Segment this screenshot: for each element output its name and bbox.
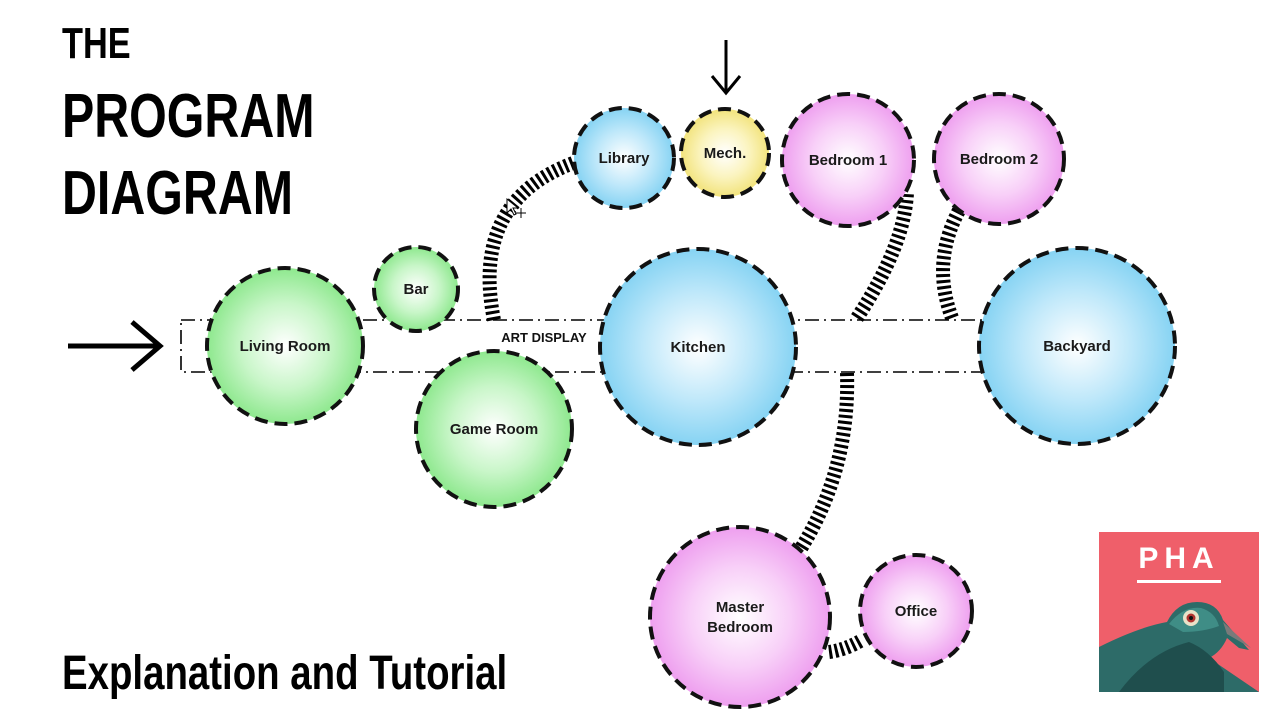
bubble-circle bbox=[372, 245, 460, 333]
down-arrow-icon bbox=[710, 40, 742, 96]
title-line-3: DIAGRAM bbox=[62, 159, 294, 228]
bubble-circle bbox=[679, 107, 771, 199]
bubble-circle bbox=[780, 92, 916, 228]
bubble-label: Bedroom 2 bbox=[960, 151, 1038, 168]
title-line-2: PROGRAM bbox=[62, 82, 315, 151]
bubble-circle bbox=[205, 266, 365, 426]
bubble-circle bbox=[977, 246, 1177, 446]
bubble-label: Library bbox=[599, 150, 651, 167]
subtitle: Explanation and Tutorial bbox=[62, 647, 508, 700]
pigeon-icon bbox=[1099, 602, 1259, 692]
bubble-label: Bedroom 1 bbox=[809, 152, 887, 169]
bubble-label: Game Room bbox=[450, 421, 538, 438]
bubble-label: Bar bbox=[403, 281, 428, 298]
bubble-label: Living Room bbox=[240, 338, 331, 355]
bubble-bedroom-2: Bedroom 2 bbox=[932, 92, 1066, 226]
pha-logo: PHA bbox=[1099, 532, 1259, 692]
bubble-label: Backyard bbox=[1043, 338, 1111, 355]
bubble-label: Mech. bbox=[704, 145, 747, 162]
bubble-label: Kitchen bbox=[670, 339, 725, 356]
bubble-kitchen: Kitchen bbox=[598, 247, 798, 447]
bubble-office: Office bbox=[858, 553, 974, 669]
bubble-circle bbox=[414, 349, 574, 509]
bubble-circle bbox=[598, 247, 798, 447]
bubble-bar: Bar bbox=[372, 245, 460, 333]
title-line-1: THE bbox=[62, 19, 131, 68]
art-display-label: ART DISPLAY bbox=[501, 330, 587, 345]
logo-text: PHA bbox=[1138, 542, 1220, 575]
connection-master-bedroom-to-office bbox=[827, 633, 866, 659]
bubble-living-room: Living Room bbox=[205, 266, 365, 426]
connection-living-room-to-library bbox=[482, 155, 579, 322]
connection-backyard-to-bedroom-2 bbox=[936, 201, 969, 321]
move-cursor-icon bbox=[506, 197, 526, 218]
right-arrow-icon bbox=[68, 320, 164, 372]
connection-kitchen-to-master-bedroom bbox=[794, 372, 855, 554]
bubble-game-room: Game Room bbox=[414, 349, 574, 509]
bubble-circle bbox=[572, 106, 676, 210]
bubble-mech: Mech. bbox=[679, 107, 771, 199]
bubble-library: Library bbox=[572, 106, 676, 210]
bubble-circle bbox=[648, 525, 832, 709]
connections bbox=[482, 155, 969, 659]
bubble-label: Office bbox=[895, 603, 938, 620]
bubble-bedroom-1: Bedroom 1 bbox=[780, 92, 916, 228]
bubble-backyard: Backyard bbox=[977, 246, 1177, 446]
connection-kitchen-to-bedroom-1 bbox=[851, 191, 914, 322]
bubble-circle bbox=[932, 92, 1066, 226]
logo-underline bbox=[1137, 580, 1221, 583]
bubble-circle bbox=[858, 553, 974, 669]
